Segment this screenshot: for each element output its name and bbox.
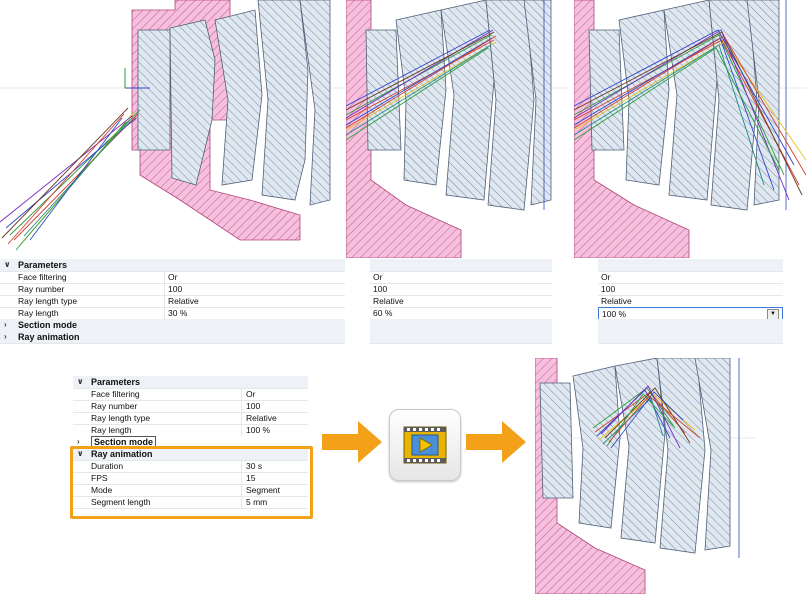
lens-assembly-view-3 <box>574 0 806 258</box>
chevron-right-icon[interactable]: › <box>77 437 80 446</box>
film-strip-icon <box>403 426 447 464</box>
property-row[interactable]: Ray number 100 <box>73 400 308 413</box>
lens-assembly-animated <box>535 358 755 594</box>
property-row[interactable]: Ray length type Relative <box>0 295 345 308</box>
property-row[interactable]: FPS 15 <box>73 472 308 485</box>
category-parameters[interactable]: ∨ Parameters <box>0 259 345 272</box>
lens-housing <box>131 0 331 241</box>
chevron-down-icon[interactable]: ∨ <box>4 260 11 269</box>
property-row[interactable]: Ray number 100 <box>0 283 345 296</box>
property-row[interactable]: Mode Segment <box>73 484 308 497</box>
property-row[interactable]: Segment length 5 mm <box>73 496 308 509</box>
film-play-icon[interactable] <box>389 409 461 481</box>
property-row[interactable]: Face filtering Or <box>0 271 345 284</box>
viewport-1[interactable] <box>0 0 345 258</box>
arrow-right-icon <box>466 421 526 463</box>
viewport-animation-result[interactable] <box>535 358 755 594</box>
property-grid-4[interactable]: ∨ Parameters Face filtering Or Ray numbe… <box>73 376 308 512</box>
property-row[interactable]: Ray length type Relative <box>73 412 308 425</box>
lens-assembly-view-1 <box>0 0 345 251</box>
ray-bundle <box>0 107 141 251</box>
property-row[interactable]: Duration 30 s <box>73 460 308 473</box>
arrow-right-icon <box>322 421 382 463</box>
property-grid-2[interactable]: Or 100 Relative 60 % <box>370 259 552 344</box>
viewport-2[interactable] <box>346 0 568 258</box>
chevron-right-icon[interactable]: › <box>4 332 7 341</box>
category-ray-animation[interactable]: › Ray animation <box>0 331 345 344</box>
chevron-down-icon[interactable]: ∨ <box>77 449 84 458</box>
axis-triad <box>124 68 150 89</box>
chevron-down-icon[interactable]: ∨ <box>77 377 84 386</box>
chevron-right-icon[interactable]: › <box>4 320 7 329</box>
lens-assembly-view-2 <box>346 0 568 258</box>
category-parameters[interactable]: ∨ Parameters <box>73 376 308 389</box>
property-row[interactable]: Face filtering Or <box>73 388 308 401</box>
highlight-box <box>70 446 313 519</box>
viewport-3[interactable] <box>574 0 806 258</box>
ray-length-value-editing[interactable]: 100 % <box>602 309 627 319</box>
property-grid-3[interactable]: Or 100 Relative 100 % ▼ <box>598 259 783 344</box>
category-ray-animation[interactable]: ∨ Ray animation <box>73 448 308 461</box>
property-grid-1[interactable]: ∨ Parameters Face filtering Or Ray numbe… <box>0 259 345 344</box>
